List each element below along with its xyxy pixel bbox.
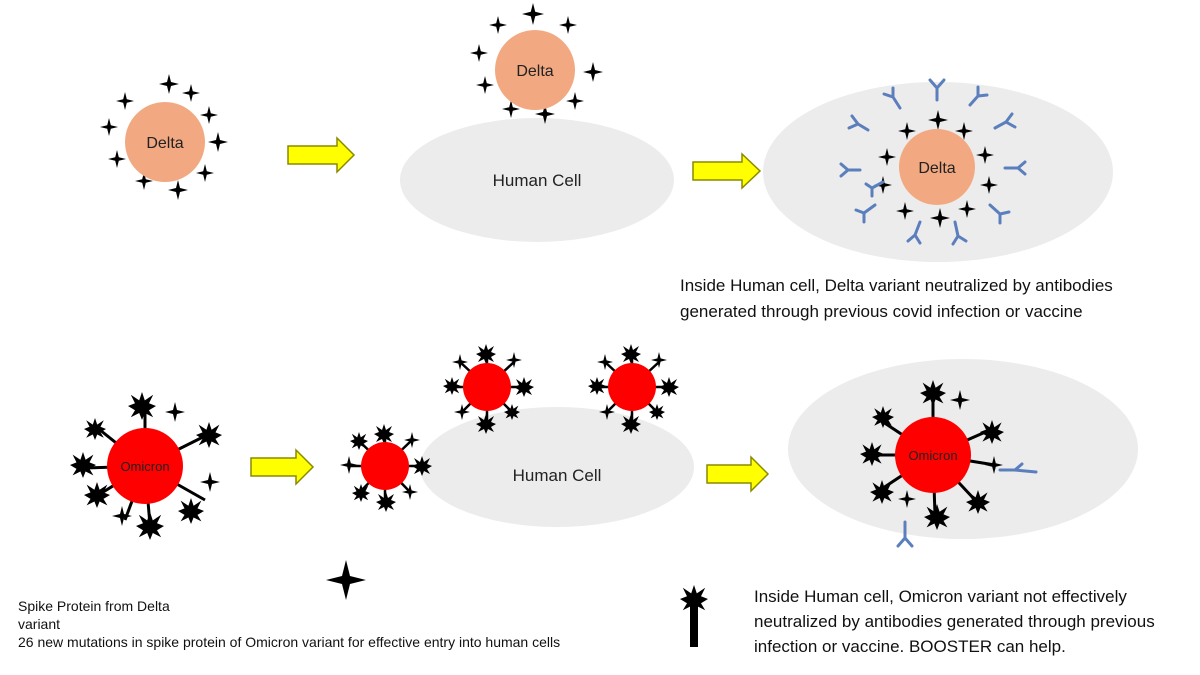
omicron-virus-free: Omicron <box>70 392 222 540</box>
omicron-caption-line-3: infection or vaccine. BOOSTER can help. <box>754 637 1066 656</box>
omicron-virus-inside: Omicron <box>860 380 1004 530</box>
arrow-right-2 <box>692 152 762 190</box>
omicron-virus-small-2 <box>443 344 534 434</box>
delta-virus-free: Delta <box>100 74 228 200</box>
omicron-label-1: Omicron <box>120 459 169 474</box>
human-cell-label-bottom: Human Cell <box>513 466 602 485</box>
arrow-right-3 <box>250 448 315 486</box>
delta-caption-line-1: Inside Human cell, Delta variant neutral… <box>680 276 1113 295</box>
omicron-caption-line-1: Inside Human cell, Omicron variant not e… <box>754 587 1127 606</box>
legend-spike-delta-line-2: variant <box>18 616 61 632</box>
omicron-label-2: Omicron <box>908 448 957 463</box>
omicron-virus-small-3 <box>588 344 679 434</box>
legend-burst-spike-icon <box>680 585 708 647</box>
legend-omicron-mutations: 26 new mutations in spike protein of Omi… <box>18 634 561 650</box>
arrow-right-1 <box>287 136 356 174</box>
delta-label-1: Delta <box>146 135 183 152</box>
antibodies-delta <box>839 78 1027 246</box>
human-cell-bottom <box>420 407 694 527</box>
omicron-caption-line-2: neutralized by antibodies generated thro… <box>754 612 1155 631</box>
human-cell-label-top: Human Cell <box>493 171 582 190</box>
delta-caption-line-2: generated through previous covid infecti… <box>680 302 1083 321</box>
omicron-virus-small-1 <box>340 424 432 512</box>
delta-label-2: Delta <box>516 63 553 80</box>
legend-spike-delta-line-1: Spike Protein from Delta <box>18 598 170 614</box>
antibodies-omicron <box>896 462 1038 548</box>
arrow-right-4 <box>706 455 770 493</box>
legend-star-spike-icon <box>326 560 366 600</box>
human-cell-top <box>400 118 674 242</box>
delta-virus-neutralized: Delta <box>874 110 998 228</box>
delta-label-3: Delta <box>918 160 955 177</box>
delta-virus-attached: Delta <box>470 3 603 124</box>
